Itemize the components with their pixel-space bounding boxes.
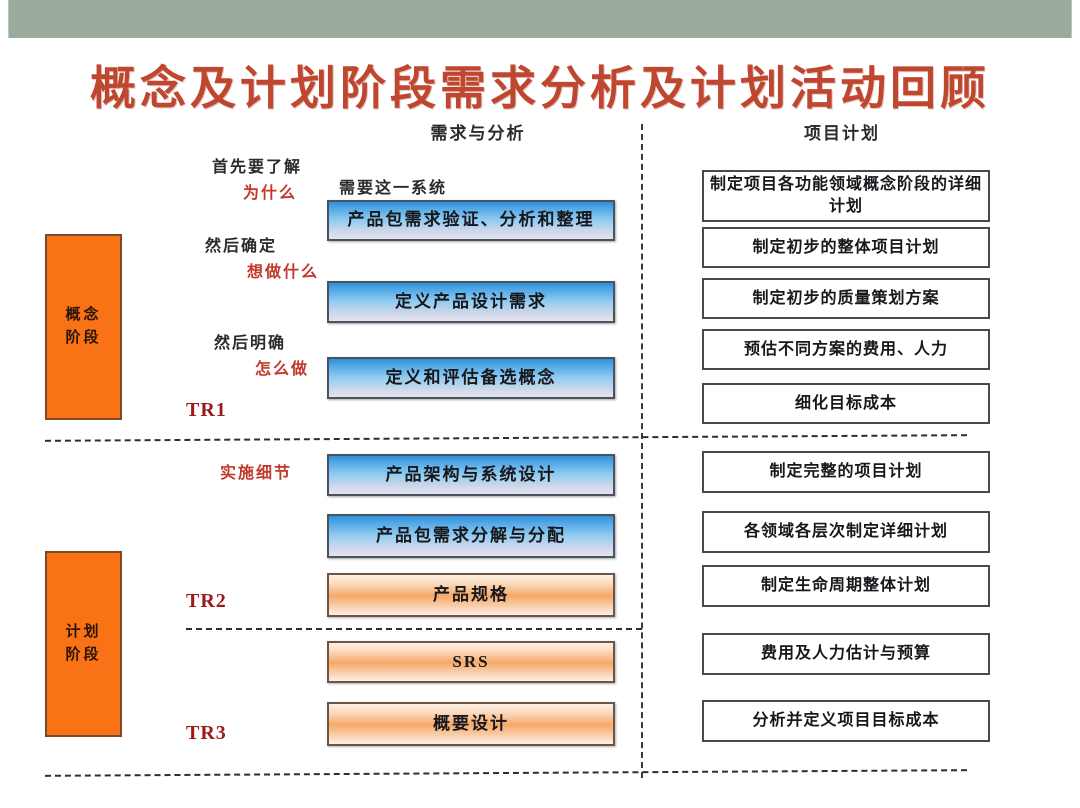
left-box-1[interactable]: 产品包需求验证、分析和整理 [327, 200, 615, 241]
milestone-label-tr1: TR1 [186, 399, 227, 421]
left-box-3-label: 定义和评估备选概念 [385, 367, 557, 387]
right-box-1-label: 制定项目各功能领域概念阶段的详细计划 [709, 176, 982, 215]
left-box-2-label: 定义产品设计需求 [395, 291, 547, 311]
right-box-8-label: 制定生命周期整体计划 [760, 577, 931, 595]
right-box-6[interactable]: 制定完整的项目计划 [702, 451, 990, 493]
left-box-7[interactable]: SRS [327, 641, 615, 683]
phase-divider-bottom [45, 769, 967, 777]
right-box-7[interactable]: 各领域各层次制定详细计划 [702, 511, 990, 553]
annotation-then-determine: 然后确定 [205, 238, 278, 255]
annotation-need-this-system: 需要这一系统 [339, 180, 448, 197]
left-box-4[interactable]: 产品架构与系统设计 [327, 454, 615, 496]
phase-bar-concept-line1: 概念 [65, 306, 102, 323]
right-box-3[interactable]: 制定初步的质量策划方案 [702, 278, 990, 319]
right-box-5[interactable]: 细化目标成本 [702, 383, 990, 424]
right-box-3-label: 制定初步的质量策划方案 [752, 289, 940, 307]
annotation-then-clarify: 然后明确 [214, 335, 287, 352]
left-box-8-label: 概要设计 [433, 713, 509, 733]
left-box-3[interactable]: 定义和评估备选概念 [327, 357, 615, 399]
left-box-2[interactable]: 定义产品设计需求 [327, 281, 615, 323]
annotation-what-to-do: 想做什么 [247, 264, 320, 281]
right-box-4-label: 预估不同方案的费用、人力 [743, 340, 948, 358]
left-box-6-label: 产品规格 [433, 584, 509, 604]
phase-bar-planning-line1: 计划 [65, 623, 102, 640]
top-decorative-band [8, 0, 1072, 38]
right-box-2[interactable]: 制定初步的整体项目计划 [702, 227, 990, 268]
left-box-4-label: 产品架构与系统设计 [385, 464, 557, 484]
annotation-how-to-do: 怎么做 [255, 361, 310, 378]
left-box-5[interactable]: 产品包需求分解与分配 [327, 514, 615, 558]
phase-divider-tr1 [45, 434, 967, 442]
vertical-dashed-divider [641, 124, 643, 778]
phase-divider-tr2 [186, 628, 642, 630]
left-box-5-label: 产品包需求分解与分配 [376, 525, 566, 545]
left-box-1-label: 产品包需求验证、分析和整理 [347, 210, 595, 230]
right-box-6-label: 制定完整的项目计划 [769, 463, 923, 481]
right-box-1[interactable]: 制定项目各功能领域概念阶段的详细计划 [702, 170, 990, 222]
page-title: 概念及计划阶段需求分析及计划活动回顾 [90, 63, 990, 114]
right-box-10-label: 分析并定义项目目标成本 [752, 712, 940, 730]
left-box-7-label: SRS [452, 651, 490, 671]
right-box-2-label: 制定初步的整体项目计划 [752, 238, 940, 256]
phase-bar-concept: 概念 阶段 [45, 234, 122, 420]
right-box-8[interactable]: 制定生命周期整体计划 [702, 565, 990, 607]
column-header-project-plan: 项目计划 [804, 124, 880, 143]
right-box-10[interactable]: 分析并定义项目目标成本 [702, 700, 990, 742]
annotation-first-understand: 首先要了解 [212, 159, 303, 176]
right-box-9-label: 费用及人力估计与预算 [760, 645, 931, 663]
left-box-8[interactable]: 概要设计 [327, 702, 615, 746]
milestone-label-tr2: TR2 [186, 590, 227, 612]
left-box-6[interactable]: 产品规格 [327, 573, 615, 617]
phase-bar-planning-line2: 阶段 [65, 647, 102, 663]
phase-bar-concept-line2: 阶段 [65, 330, 102, 346]
right-box-4[interactable]: 预估不同方案的费用、人力 [702, 329, 990, 370]
right-box-7-label: 各领域各层次制定详细计划 [743, 523, 948, 541]
phase-bar-planning: 计划 阶段 [45, 551, 122, 737]
right-box-9[interactable]: 费用及人力估计与预算 [702, 633, 990, 675]
milestone-label-tr3: TR3 [186, 722, 227, 744]
annotation-implementation-details: 实施细节 [220, 465, 293, 482]
right-box-5-label: 细化目标成本 [794, 394, 897, 412]
annotation-why: 为什么 [243, 185, 298, 202]
column-header-requirements: 需求与分析 [430, 124, 526, 143]
